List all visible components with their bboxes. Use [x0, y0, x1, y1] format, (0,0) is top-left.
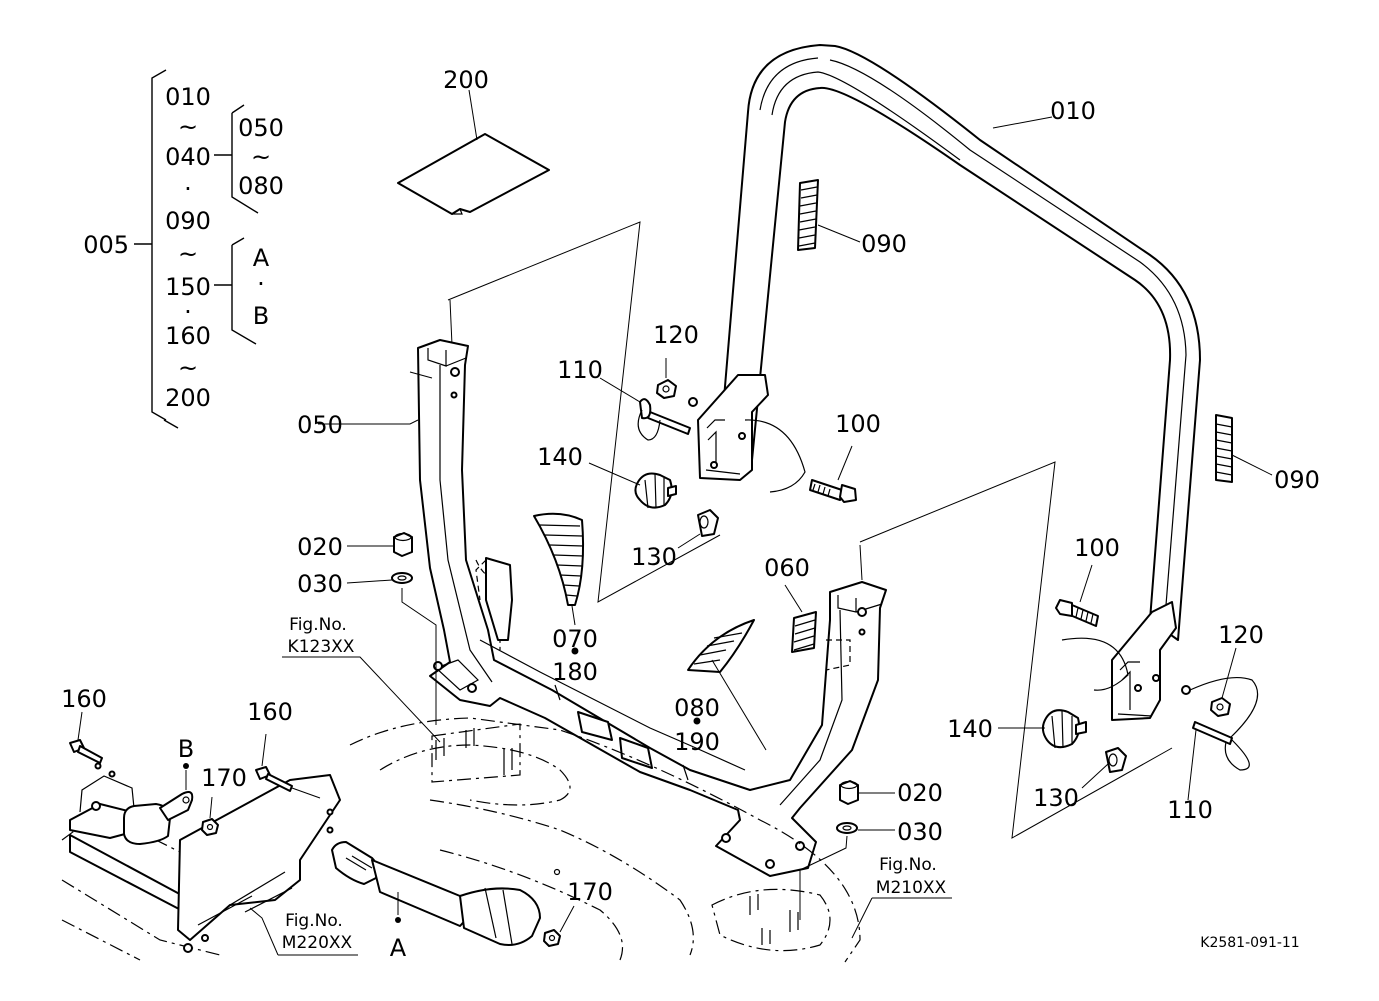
part-group-bracket: 005 010 ~ 040 · 090 ~ 150 · 160 ~ 200 05…: [83, 69, 284, 429]
callout-110-top: 110: [557, 356, 603, 384]
callout-020-left: 020: [297, 533, 343, 561]
bracket-item: 050: [238, 114, 284, 142]
figref-m220xx-title: Fig.No.: [285, 911, 343, 931]
figref-m220xx-code: M220XX: [282, 933, 353, 953]
bracket-item: 200: [165, 384, 211, 412]
figref-m220xx: Fig.No. M220XX: [249, 907, 358, 956]
figref-k123xx: Fig.No. K123XX: [282, 615, 441, 743]
callout-030-right: 030: [897, 818, 943, 846]
dot-separator: •: [690, 708, 704, 736]
part-170-nut-left: 170: [201, 764, 247, 836]
bracket-item: 010: [165, 83, 211, 111]
bracket-item: 150: [165, 273, 211, 301]
right-hinge-assembly: [1061, 601, 1177, 721]
part-100-bolt-right: 100: [1055, 534, 1120, 627]
callout-200: 200: [443, 66, 489, 94]
part-140-knob-top: 140: [537, 443, 677, 509]
callout-120-top: 120: [653, 321, 699, 349]
callout-050: 050: [297, 411, 343, 439]
part-090-decal-top: 090: [797, 179, 907, 258]
callout-190: 190: [674, 728, 720, 756]
callout-030-left: 030: [297, 570, 343, 598]
callout-180: 180: [552, 658, 598, 686]
callout-070: 070: [552, 625, 598, 653]
callout-020-right: 020: [897, 779, 943, 807]
callout-a: A: [390, 934, 407, 962]
part-010-upper-frame: 010: [717, 44, 1201, 641]
part-060-decal: 060: [764, 554, 817, 653]
part-110-pin-top: 110: [557, 356, 698, 441]
bracket-item: 080: [238, 172, 284, 200]
figref-m210xx: Fig.No. M210XX: [851, 855, 952, 939]
bracket-item: ·: [257, 270, 265, 298]
bracket-item: ·: [184, 298, 192, 326]
part-020-030-left: 020 030: [297, 532, 437, 725]
figref-k123xx-code: K123XX: [288, 637, 355, 657]
bracket-item: 040: [165, 143, 211, 171]
bracket-item: ~: [251, 143, 271, 171]
bracket-left-column: 010 ~ 040 · 090 ~ 150 · 160 ~ 200: [165, 83, 211, 412]
callout-060: 060: [764, 554, 810, 582]
callout-170-bottom: 170: [567, 878, 613, 906]
callout-170-left: 170: [201, 764, 247, 792]
bracket-item: 160: [165, 322, 211, 350]
part-170-nut-bottom: 170: [543, 878, 613, 947]
callout-090-top: 090: [861, 230, 907, 258]
bracket-item: ·: [184, 175, 192, 203]
callout-100-right: 100: [1074, 534, 1120, 562]
part-090-decal-right: 090: [1215, 414, 1320, 494]
part-200-decal-sheet: 200: [397, 66, 550, 215]
bracket-sub-group-1: 050 ~ 080: [238, 114, 284, 200]
part-160-bolt-mid: 160: [247, 698, 321, 799]
part-020-030-right: 020 030: [799, 779, 943, 920]
figref-k123xx-title: Fig.No.: [289, 615, 347, 635]
callout-130-right: 130: [1033, 784, 1079, 812]
bracket-item: ~: [178, 113, 198, 141]
part-160-bolt-left: 160: [61, 685, 107, 764]
callout-110-right: 110: [1167, 796, 1213, 824]
part-130-collar-top: 130: [631, 509, 719, 571]
part-buckle-b: B: [123, 735, 194, 845]
drawing-code: K2581-091-11: [1200, 935, 1299, 951]
figref-m210xx-code: M210XX: [876, 878, 947, 898]
bracket-item: 090: [165, 207, 211, 235]
callout-120-right: 120: [1218, 621, 1264, 649]
callout-090-right: 090: [1274, 466, 1320, 494]
figref-m210xx-title: Fig.No.: [879, 855, 937, 875]
callout-100-top: 100: [835, 410, 881, 438]
left-hinge-assembly: [697, 374, 806, 493]
part-seat-belt-a: A: [331, 841, 561, 962]
part-100-bolt-top: 100: [809, 410, 881, 503]
callout-130-top: 130: [631, 543, 677, 571]
bracket-item: ~: [178, 354, 198, 382]
part-140-knob-right: 140: [947, 709, 1087, 749]
part-050-lower-frame: 050: [297, 339, 887, 877]
callout-160-mid: 160: [247, 698, 293, 726]
bracket-sub-group-2: A · B: [253, 244, 270, 330]
part-120-nut-top: 120: [653, 321, 699, 399]
bracket-item: A: [253, 244, 270, 272]
bracket-item: B: [253, 302, 269, 330]
phantom-machine-body: [349, 717, 861, 963]
callout-b: B: [178, 735, 194, 763]
callout-140-top: 140: [537, 443, 583, 471]
part-120-nut-right: 120: [1210, 621, 1264, 717]
guide-lines: [447, 221, 1173, 839]
phantom-seat-base-left: [61, 762, 341, 961]
callout-080: 080: [674, 694, 720, 722]
callout-160-left: 160: [61, 685, 107, 713]
callout-010: 010: [1050, 97, 1096, 125]
dot-separator: •: [568, 638, 582, 666]
part-070-decal: 070 • 180: [475, 512, 598, 686]
part-130-collar-right: 130: [1033, 747, 1127, 812]
bracket-item: ~: [178, 240, 198, 268]
part-080-decal: 080 • 190: [674, 619, 767, 756]
callout-140-right: 140: [947, 715, 993, 743]
part-110-pin-right: 110: [1167, 676, 1259, 824]
callout-005: 005: [83, 231, 129, 259]
